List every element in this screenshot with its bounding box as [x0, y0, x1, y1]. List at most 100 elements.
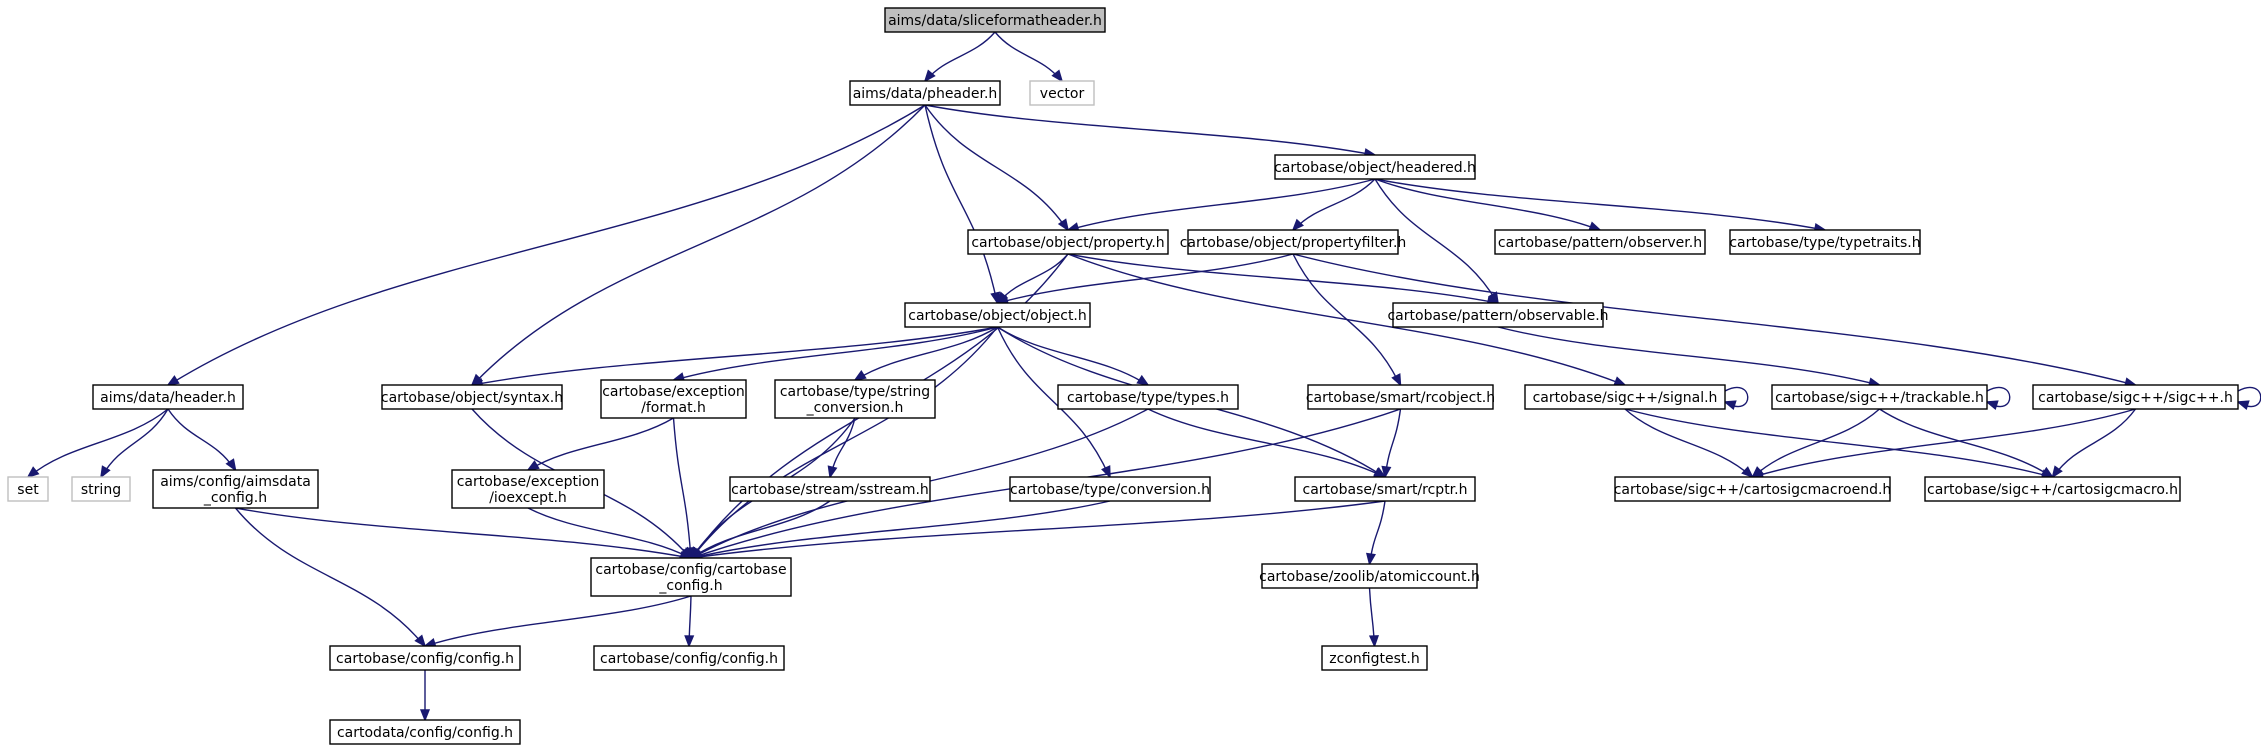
node-cartobase-config-config-h[interactable]: cartobase/config/config.h: [593, 645, 785, 671]
edges-layer: [26, 31, 2261, 722]
node-vector: vector: [1029, 80, 1095, 106]
node-box: [2032, 384, 2239, 410]
node-box: [71, 476, 131, 502]
edge-n29-n31: [423, 595, 692, 648]
node-label: cartobase/sigc++/cartosigcmacro.h: [1927, 482, 2178, 498]
edge-n2-n11: [166, 104, 926, 386]
node-aims-data-sliceformatheader-h[interactable]: aims/data/sliceformatheader.h: [884, 7, 1106, 33]
node-label: cartobase/config/config.h: [600, 651, 778, 667]
node-cartobase-object-property-h[interactable]: cartobase/object/property.h: [967, 229, 1169, 255]
node-cartobase-type-conversion-h[interactable]: cartobase/type/conversion.h: [1009, 476, 1211, 502]
edge-n23-n29: [527, 507, 693, 559]
node-box: [1009, 476, 1211, 502]
node-cartobase-exception-ioexcept-h[interactable]: cartobase/exception/ioexcept.h: [451, 469, 605, 509]
edge-n22-n29: [235, 507, 693, 562]
node-cartobase-object-headered-h[interactable]: cartobase/object/headered.h: [1274, 154, 1476, 180]
edge-n2-n12: [470, 104, 926, 387]
edge-n18-n28: [1879, 408, 2055, 479]
node-box: [7, 476, 49, 502]
edge-n1-n2: [923, 31, 996, 83]
node-box: [967, 229, 1169, 255]
node-cartobase-type-string-conversion-h[interactable]: cartobase/type/string_conversion.h: [774, 379, 936, 419]
node-label: zconfigtest.h: [1329, 651, 1419, 667]
node-box: [92, 384, 244, 410]
node-cartobase-exception-format-h[interactable]: cartobase/exception/format.h: [600, 379, 747, 419]
node-box: [1321, 645, 1428, 671]
node-label: /ioexcept.h: [489, 490, 567, 506]
node-label: _config.h: [658, 578, 722, 594]
node-box: [1924, 476, 2181, 502]
edge-n10-n18: [1497, 326, 1882, 388]
node-cartobase-sigc-trackable-h[interactable]: cartobase/sigc++/trackable.h: [1771, 384, 1988, 410]
node-aims-data-pheader-h[interactable]: aims/data/pheader.h: [849, 80, 1001, 106]
node-label: cartobase/pattern/observable.h: [1387, 308, 1608, 324]
node-box: [1261, 563, 1478, 589]
edge-n9-n14: [853, 326, 998, 382]
node-cartobase-type-typetraits-h[interactable]: cartobase/type/typetraits.h: [1729, 229, 1921, 255]
node-cartobase-zoolib-atomiccount-h[interactable]: cartobase/zoolib/atomiccount.h: [1259, 563, 1480, 589]
node-string: string: [71, 476, 131, 502]
node-cartobase-type-types-h[interactable]: cartobase/type/types.h: [1057, 384, 1239, 410]
node-cartobase-object-propertyfilter-h[interactable]: cartobase/object/propertyfilter.h: [1180, 229, 1407, 255]
node-box: [593, 645, 785, 671]
node-cartobase-smart-rcptr-h[interactable]: cartobase/smart/rcptr.h: [1294, 476, 1476, 502]
node-box: [1494, 229, 1706, 255]
node-aims-config-aimsdata-config-h[interactable]: aims/config/aimsdata_config.h: [152, 469, 319, 509]
node-label: cartobase/type/conversion.h: [1010, 482, 1210, 498]
node-cartobase-sigc-signal-h[interactable]: cartobase/sigc++/signal.h: [1524, 384, 1726, 410]
edge-n18-n27: [1751, 408, 1880, 479]
node-box: [1771, 384, 1988, 410]
node-box: [774, 379, 936, 419]
edge-n2-n4: [924, 104, 1377, 158]
node-cartobase-config-config-h[interactable]: cartobase/config/config.h: [329, 645, 521, 671]
edge-n30-n33: [1368, 587, 1380, 648]
edge-n13-n23: [526, 417, 674, 471]
node-label: cartobase/sigc++/signal.h: [1533, 390, 1718, 406]
node-box: [1187, 229, 1399, 255]
node-box: [1274, 154, 1476, 180]
edge-n15-n26: [1147, 408, 1387, 478]
node-label: cartobase/type/types.h: [1067, 390, 1229, 406]
node-label: aims/data/pheader.h: [853, 86, 998, 102]
node-cartobase-object-object-h[interactable]: cartobase/object/object.h: [904, 302, 1091, 328]
node-box: [1307, 384, 1494, 410]
edge-n6-n16: [1292, 253, 1402, 387]
edge-n4-n7: [1374, 178, 1602, 231]
node-cartobase-sigc-cartosigcmacro-h[interactable]: cartobase/sigc++/cartosigcmacro.h: [1924, 476, 2181, 502]
node-cartobase-pattern-observable-h[interactable]: cartobase/pattern/observable.h: [1387, 302, 1609, 328]
node-label: cartobase/object/object.h: [908, 308, 1087, 324]
edge-n11-n21: [100, 408, 169, 479]
node-label: cartobase/smart/rcobject.h: [1306, 390, 1495, 406]
node-cartobase-stream-sstream-h[interactable]: cartobase/stream/sstream.h: [729, 476, 931, 502]
node-box: [381, 384, 563, 410]
node-box: [904, 302, 1091, 328]
edge-n6-n9: [995, 253, 1294, 305]
node-zconfigtest-h[interactable]: zconfigtest.h: [1321, 645, 1428, 671]
node-label: cartobase/config/config.h: [336, 651, 514, 667]
node-label: _config.h: [203, 490, 267, 506]
node-cartodata-config-config-h[interactable]: cartodata/config/config.h: [329, 719, 521, 745]
node-cartobase-sigc-sigc-h[interactable]: cartobase/sigc++/sigc++.h: [2032, 384, 2239, 410]
node-cartobase-object-syntax-h[interactable]: cartobase/object/syntax.h: [381, 384, 563, 410]
node-label: cartobase/zoolib/atomiccount.h: [1259, 569, 1480, 585]
node-aims-data-header-h[interactable]: aims/data/header.h: [92, 384, 244, 410]
node-box: [1029, 80, 1095, 106]
edge-n19-n27: [1750, 408, 2136, 479]
node-box: [600, 379, 747, 419]
node-cartobase-sigc-cartosigcmacroend-h[interactable]: cartobase/sigc++/cartosigcmacroend.h: [1614, 476, 1892, 502]
edge-n9-n12: [470, 326, 998, 389]
node-cartobase-smart-rcobject-h[interactable]: cartobase/smart/rcobject.h: [1306, 384, 1495, 410]
node-box: [152, 469, 319, 509]
edge-n11-n20: [26, 408, 169, 479]
edge-n29-n32: [684, 595, 695, 648]
node-cartobase-config-cartobase-config-h[interactable]: cartobase/config/cartobase_config.h: [590, 557, 792, 597]
node-cartobase-pattern-observer-h[interactable]: cartobase/pattern/observer.h: [1494, 229, 1706, 255]
node-label: cartobase/sigc++/trackable.h: [1775, 390, 1984, 406]
edge-n13-n29: [672, 417, 696, 560]
node-label: cartobase/sigc++/sigc++.h: [2038, 390, 2233, 406]
node-box: [849, 80, 1001, 106]
nodes-layer: aims/data/sliceformatheader.h aims/data/p…: [7, 7, 2239, 745]
node-set: set: [7, 476, 49, 502]
edge-n14-n24: [827, 417, 856, 479]
